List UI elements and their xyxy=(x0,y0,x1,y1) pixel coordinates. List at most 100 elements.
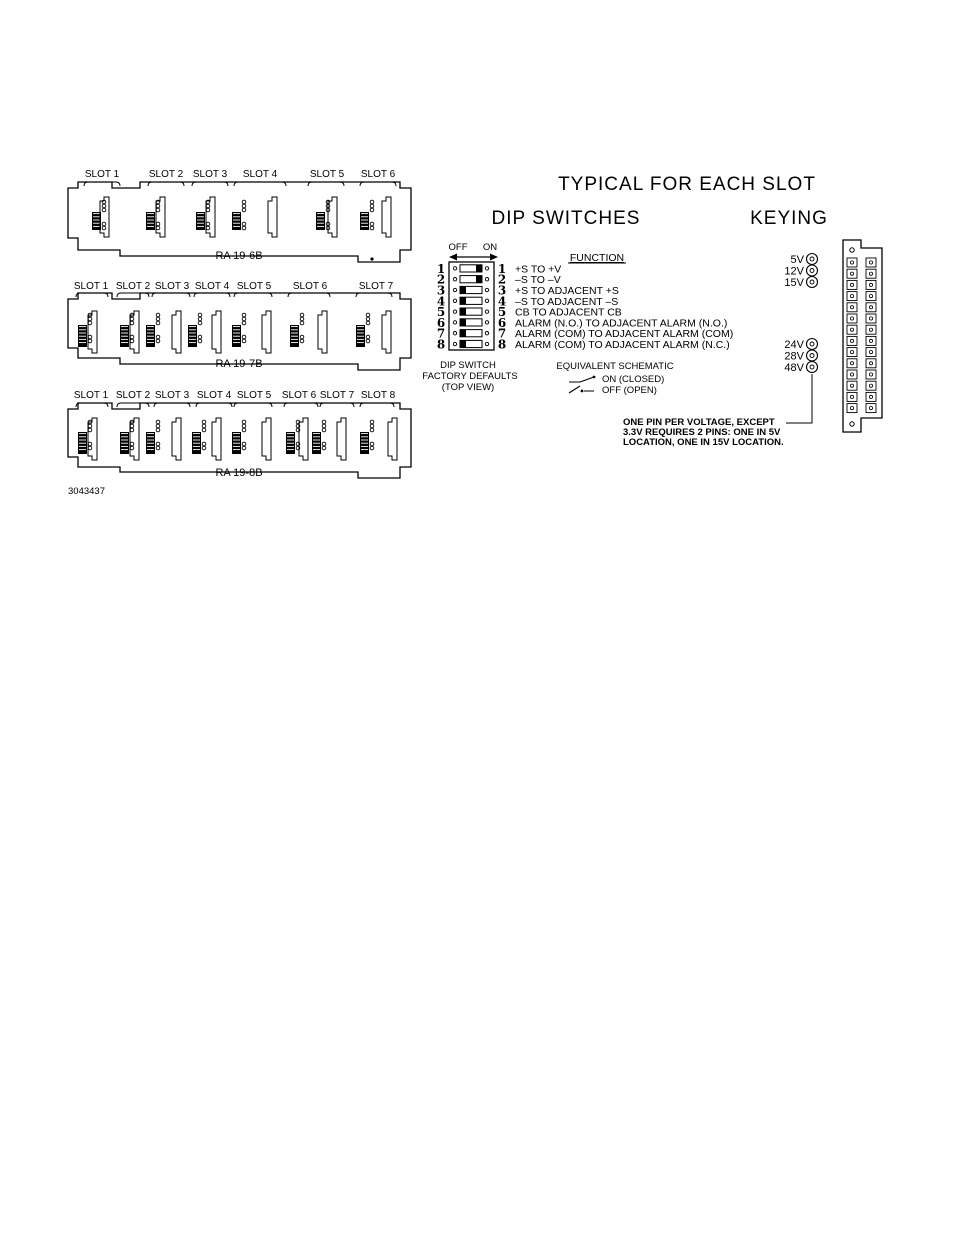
dip-pack-icon xyxy=(120,432,129,454)
keying-note: 3.3V REQUIRES 2 PINS: ONE IN 5V xyxy=(623,427,781,438)
dip-number-right: 7 xyxy=(498,327,506,341)
connector-cell xyxy=(846,291,877,302)
rack-ra-19-6b: SLOT 1 SLOT 2 SLOT 3 SLOT 4 SLOT 5 SLOT … xyxy=(67,169,412,263)
keying-pins-icon xyxy=(321,419,327,451)
keying-note: LOCATION, ONE IN 15V LOCATION. xyxy=(623,437,784,448)
dip-pack-icon xyxy=(146,325,155,347)
connector-cell xyxy=(846,268,877,279)
dip-switches-title: DIP SWITCHES xyxy=(492,208,641,229)
keying-title: KEYING xyxy=(750,208,828,229)
rack-outline xyxy=(67,292,412,371)
card-connector-icon xyxy=(171,310,182,354)
dip-caption: FACTORY DEFAULTS xyxy=(422,371,517,382)
rack-name: RA 19-6B xyxy=(215,250,262,262)
schematic-on-label: ON (CLOSED) xyxy=(602,374,664,385)
card-connector-icon xyxy=(261,417,272,461)
card-connector-icon xyxy=(211,310,222,354)
dip-actuator xyxy=(460,286,466,294)
slot-brackets xyxy=(75,402,395,408)
dip-number-right: 5 xyxy=(498,305,506,319)
dip-pack-icon xyxy=(78,325,87,347)
connector-cell xyxy=(846,257,877,268)
card-connector-icon xyxy=(381,310,392,354)
keying-pins-icon xyxy=(87,419,93,451)
connector-cell xyxy=(846,380,877,391)
dip-function-label: –S TO ADJACENT –S xyxy=(515,296,618,308)
function-header: FUNCTION xyxy=(570,252,624,264)
slot-label: SLOT 1 xyxy=(74,281,109,292)
keying-pins-icon xyxy=(241,312,247,344)
keying-pins-icon xyxy=(155,199,161,231)
dip-switch-housing xyxy=(448,261,495,351)
keying-pins-icon xyxy=(155,312,161,344)
dip-number-left: 6 xyxy=(437,316,445,330)
dip-pack-icon xyxy=(146,432,155,454)
slot-label: SLOT 6 xyxy=(282,390,317,401)
dip-contact xyxy=(484,309,490,314)
dip-contact xyxy=(452,320,458,325)
slot-label: SLOT 2 xyxy=(149,169,184,180)
dip-pack-icon xyxy=(92,212,101,230)
card-connector-icon xyxy=(205,196,216,238)
card-connector-icon xyxy=(387,417,398,461)
connector-cell xyxy=(846,358,877,369)
schematic-title: EQUIVALENT SCHEMATIC xyxy=(556,361,673,372)
dip-pack-icon xyxy=(188,325,197,347)
typical-title: TYPICAL FOR EACH SLOT xyxy=(558,174,816,195)
dip-contact xyxy=(452,331,458,336)
voltage-label: 12V xyxy=(784,266,804,278)
switch-closed-icon xyxy=(569,375,596,383)
slot-label: SLOT 3 xyxy=(193,169,228,180)
dip-contact xyxy=(484,287,490,293)
dip-function-label: ALARM (COM) TO ADJACENT ALARM (N.C.) xyxy=(515,339,730,351)
card-connector-icon xyxy=(171,417,182,461)
keying-pins-icon xyxy=(369,419,375,451)
slot-label: SLOT 1 xyxy=(85,169,120,180)
slot-label: SLOT 4 xyxy=(197,390,232,401)
dip-function-label: CB TO ADJACENT CB xyxy=(515,307,622,319)
rack-hole xyxy=(370,257,374,261)
dip-actuator xyxy=(460,340,466,348)
dip-actuator xyxy=(460,318,466,326)
connector-cell xyxy=(846,302,877,313)
connector-cell xyxy=(846,347,877,358)
slot-label: SLOT 3 xyxy=(155,390,190,401)
connector-hole xyxy=(849,421,855,427)
dip-pack-icon xyxy=(312,432,321,454)
keying-pin-icon xyxy=(805,264,819,277)
dip-caption: DIP SWITCH xyxy=(440,360,496,371)
dip-number-left: 1 xyxy=(437,262,445,276)
keying-pins-icon xyxy=(201,419,207,451)
dip-number-right: 8 xyxy=(498,338,506,352)
dip-number-left: 5 xyxy=(437,305,445,319)
slot-label: SLOT 7 xyxy=(320,390,355,401)
dip-number-right: 3 xyxy=(498,284,506,298)
dip-contact xyxy=(484,277,490,282)
keying-pin-icon xyxy=(805,349,819,362)
connector-cell xyxy=(846,335,877,346)
dip-pack-icon xyxy=(360,432,369,454)
slot-brackets xyxy=(83,181,397,187)
dip-contact xyxy=(452,309,458,314)
connector-hole xyxy=(849,247,855,253)
switch-open-icon xyxy=(568,385,594,394)
dip-actuator xyxy=(460,297,466,305)
card-connector-icon xyxy=(327,196,338,238)
dip-pack-icon xyxy=(78,432,87,454)
dip-contact xyxy=(484,331,490,336)
voltage-label: 28V xyxy=(784,351,804,363)
off-label: OFF xyxy=(449,242,468,253)
voltage-label: 5V xyxy=(791,254,805,266)
dip-function-label: +S TO +V xyxy=(515,263,561,275)
dip-number-right: 6 xyxy=(498,316,506,330)
rack-name: RA 19-7B xyxy=(215,358,262,370)
dip-contact xyxy=(484,266,490,271)
slot-label: SLOT 7 xyxy=(359,281,394,292)
slot-label: SLOT 4 xyxy=(243,169,278,180)
dip-switch-5: 5 5 CB TO ADJACENT CB xyxy=(437,305,622,319)
on-label: ON xyxy=(483,242,497,253)
